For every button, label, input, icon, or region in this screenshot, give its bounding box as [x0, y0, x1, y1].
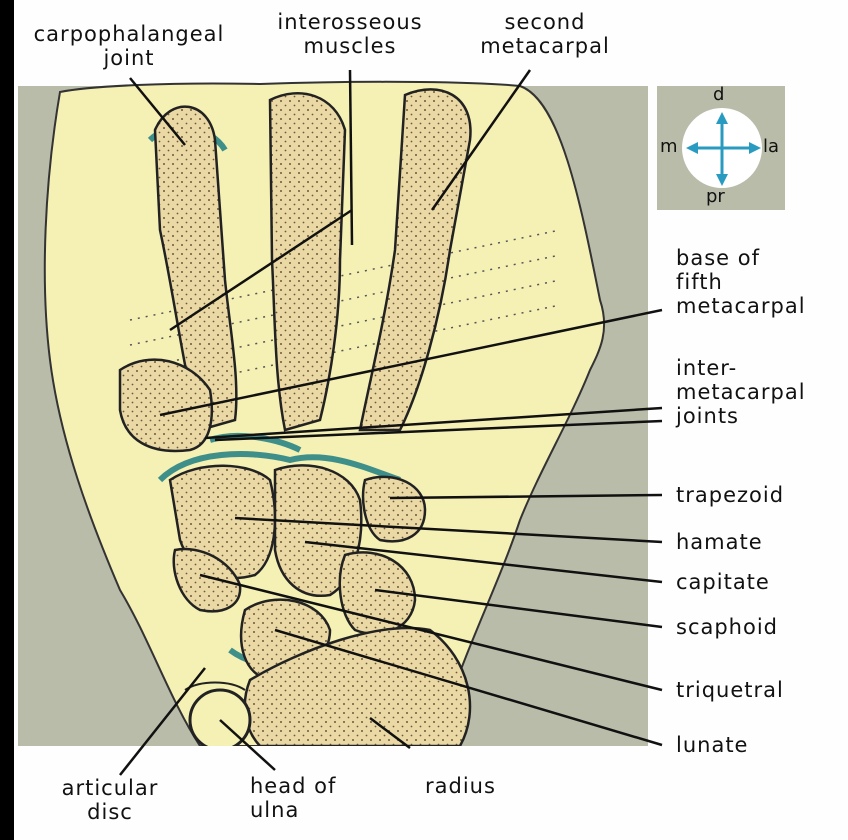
label-head-of-ulna: head of ulna [250, 774, 336, 822]
label-carpophalangeal-joint: carpophalangeal joint [4, 22, 254, 70]
label-interosseous-muscles: interosseous muscles [255, 10, 445, 58]
label-base-fifth-metacarpal: base of fifth metacarpal [676, 246, 806, 318]
compass-lateral-label: la [763, 136, 779, 157]
label-trapezoid: trapezoid [676, 483, 784, 507]
label-triquetral: triquetral [676, 678, 784, 702]
compass-distal-label: d [713, 84, 724, 105]
compass-proximal-label: pr [706, 186, 725, 207]
label-capitate: capitate [676, 570, 770, 594]
label-intermetacarpal-joints: inter- metacarpal joints [676, 356, 806, 428]
label-lunate: lunate [676, 733, 748, 757]
label-second-metacarpal: second metacarpal [470, 10, 620, 58]
label-hamate: hamate [676, 530, 763, 554]
label-articular-disc: articular disc [40, 776, 180, 824]
label-radius: radius [425, 774, 496, 798]
compass-medial-label: m [660, 136, 678, 157]
label-scaphoid: scaphoid [676, 615, 778, 639]
